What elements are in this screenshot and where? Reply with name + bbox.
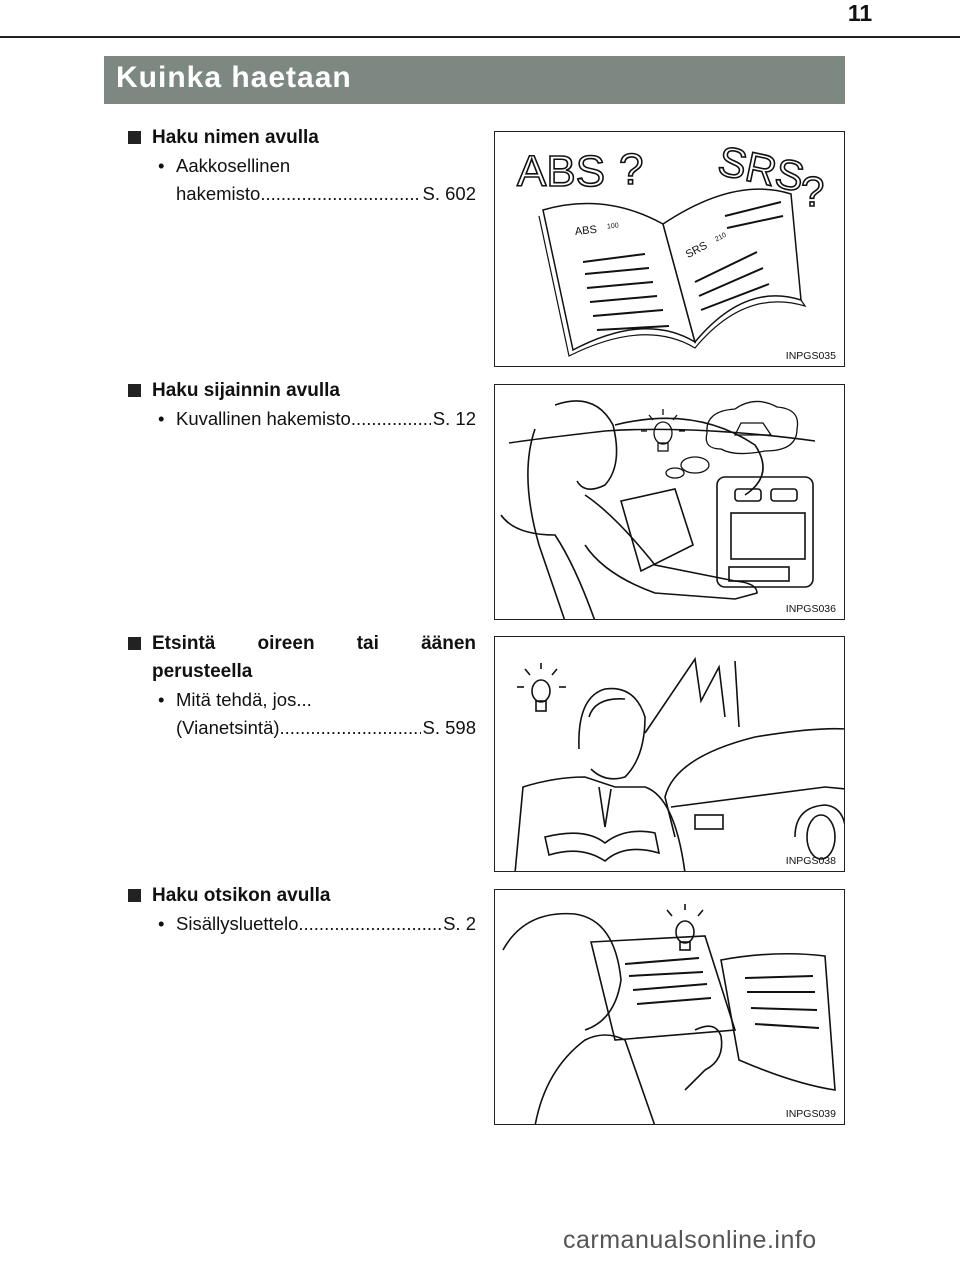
figure-code: INPGS036 [785,603,836,615]
page-reference[interactable]: S. 602 [422,183,477,204]
square-bullet-icon [128,637,141,650]
entry-reference-line: hakemisto S. 602 [176,180,476,208]
dot-leader [298,910,441,938]
page-reference[interactable]: S. 12 [432,408,476,429]
entry-item: • Mitä tehdä, jos... (Vianetsintä) S. 59… [128,686,476,742]
entry-item: • Kuvallinen hakemisto S. 12 [128,405,476,433]
contents-illustration [502,904,836,1124]
figure-code: INPGS035 [785,350,836,362]
dot-bullet-icon: • [158,408,165,429]
page-number: 11 [847,0,873,26]
srs-page-number: 210 [714,232,728,244]
square-bullet-icon [128,384,141,397]
figure-index-book: ABS ? SRS ? ABS 100 SRS 210 INPGS035 [494,131,845,367]
dot-bullet-icon: • [158,155,165,176]
dot-leader [351,405,431,433]
question-mark-right: ? [801,168,824,215]
abs-small-label: ABS [574,224,597,238]
entry-search-by-location: Haku sijainnin avulla • Kuvallinen hakem… [128,377,476,433]
book-illustration: ABS ? SRS ? ABS 100 SRS 210 [516,136,825,357]
entry-title: Etsintä oireen tai äänen perusteella [128,630,476,686]
square-bullet-icon [128,889,141,902]
entry-search-by-symptom: Etsintä oireen tai äänen perusteella • M… [128,630,476,742]
top-rule [0,36,960,38]
figure-car-interior: INPGS036 [494,384,845,620]
entry-item-line: Aakkosellinen [176,155,291,176]
dot-leader [280,714,421,742]
page-reference[interactable]: S. 598 [422,717,477,738]
entry-reference-line: (Vianetsintä) S. 598 [176,714,476,742]
figure-code: INPGS039 [785,1108,836,1120]
question-mark-left: ? [619,145,643,194]
dot-leader [260,180,420,208]
dot-bullet-icon: • [158,913,165,934]
watermark-text: carmanualsonline.info [563,1226,817,1254]
figure-contents: INPGS039 [494,889,845,1125]
entry-reference-line: Kuvallinen hakemisto S. 12 [176,405,476,433]
section-header: Kuinka haetaan [104,56,845,104]
entry-search-by-name: Haku nimen avulla • Aakkosellinen hakemi… [128,124,476,208]
abs-big-label: ABS [517,147,605,196]
page-reference[interactable]: S. 2 [443,913,476,934]
troubleshooting-illustration [514,656,844,871]
abs-page-number: 100 [607,222,619,230]
section-title: Kuinka haetaan [116,61,352,94]
entry-item: • Aakkosellinen hakemisto S. 602 [128,152,476,208]
entry-title: Haku otsikon avulla [128,882,476,910]
entry-title: Haku sijainnin avulla [128,377,476,405]
square-bullet-icon [128,131,141,144]
figure-troubleshooting: INPGS038 [494,636,845,872]
entry-item: • Sisällysluettelo S. 2 [128,910,476,938]
entry-search-by-title: Haku otsikon avulla • Sisällysluettelo S… [128,882,476,938]
dot-bullet-icon: • [158,689,165,710]
entry-title: Haku nimen avulla [128,124,476,152]
figure-code: INPGS038 [785,855,836,867]
entry-reference-line: Sisällysluettelo S. 2 [176,910,476,938]
car-interior-illustration [500,400,816,619]
entry-item-line: Mitä tehdä, jos... [176,689,312,710]
